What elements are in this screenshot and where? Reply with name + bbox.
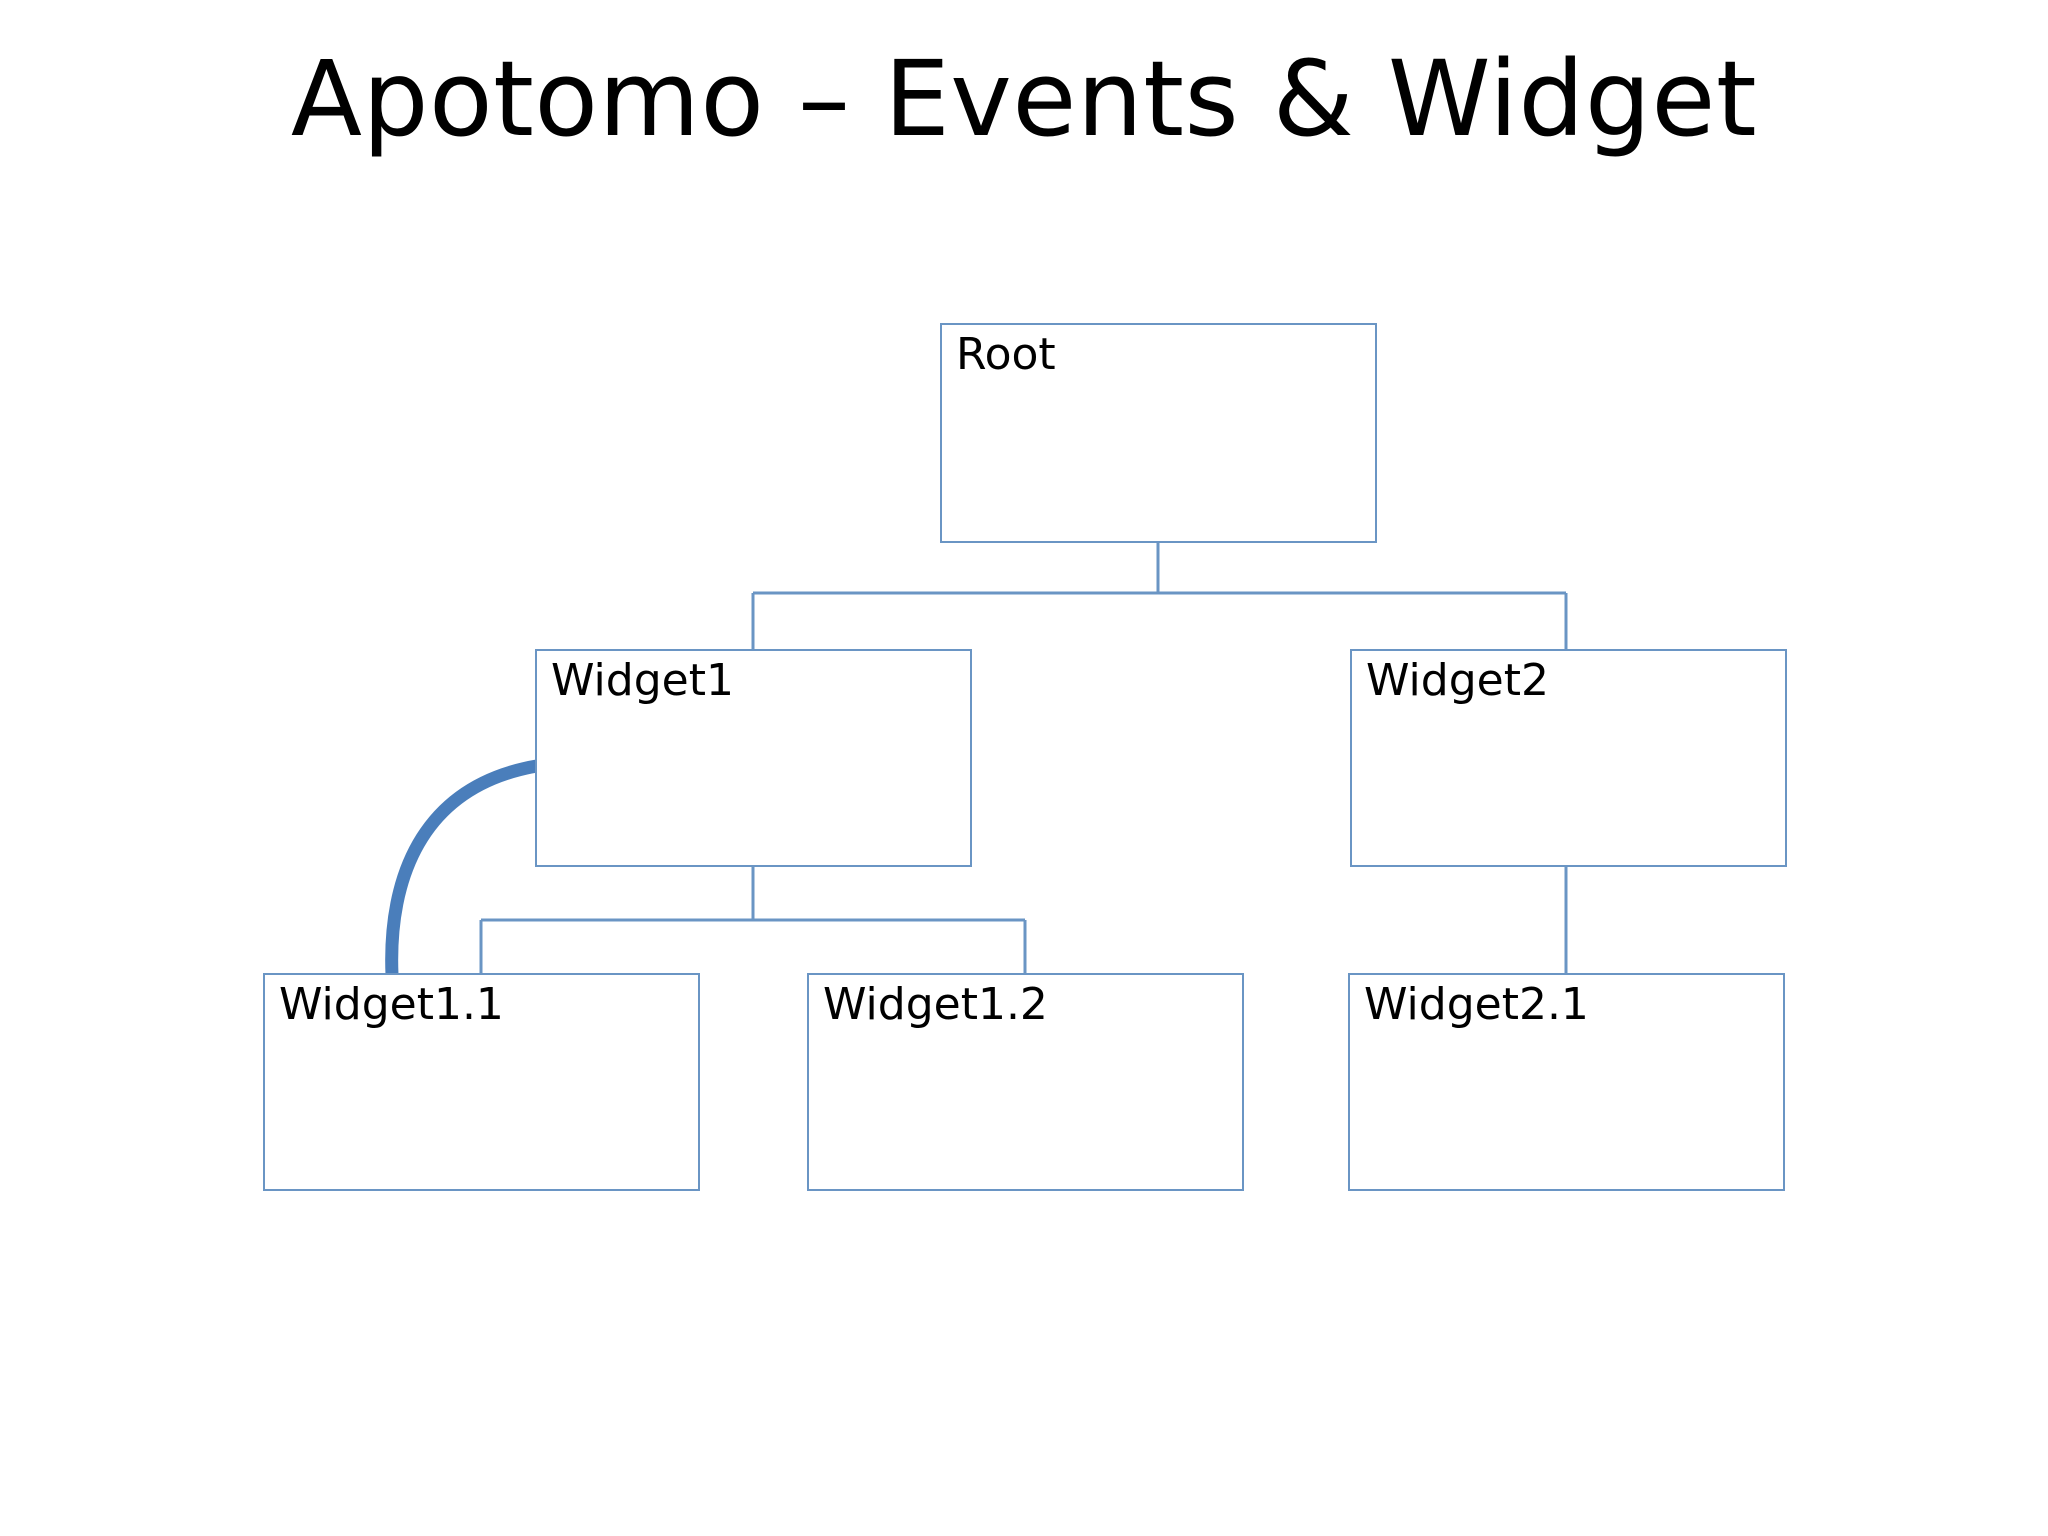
node-root[interactable]: Root bbox=[940, 323, 1377, 543]
node-widget2-1[interactable]: Widget2.1 bbox=[1348, 973, 1785, 1191]
node-widget2[interactable]: Widget2 bbox=[1350, 649, 1787, 867]
page-title: Apotomo – Events & Widget bbox=[290, 38, 1758, 160]
node-label-widget2: Widget2 bbox=[1366, 655, 1549, 706]
node-widget1[interactable]: Widget1 bbox=[535, 649, 972, 867]
node-label-widget1: Widget1 bbox=[551, 655, 734, 706]
node-label-root: Root bbox=[956, 329, 1056, 380]
node-label-widget2-1: Widget2.1 bbox=[1364, 979, 1589, 1030]
node-widget1-2[interactable]: Widget1.2 bbox=[807, 973, 1244, 1191]
node-label-widget1-1: Widget1.1 bbox=[279, 979, 504, 1030]
node-label-widget1-2: Widget1.2 bbox=[823, 979, 1048, 1030]
node-widget1-1[interactable]: Widget1.1 bbox=[263, 973, 700, 1191]
